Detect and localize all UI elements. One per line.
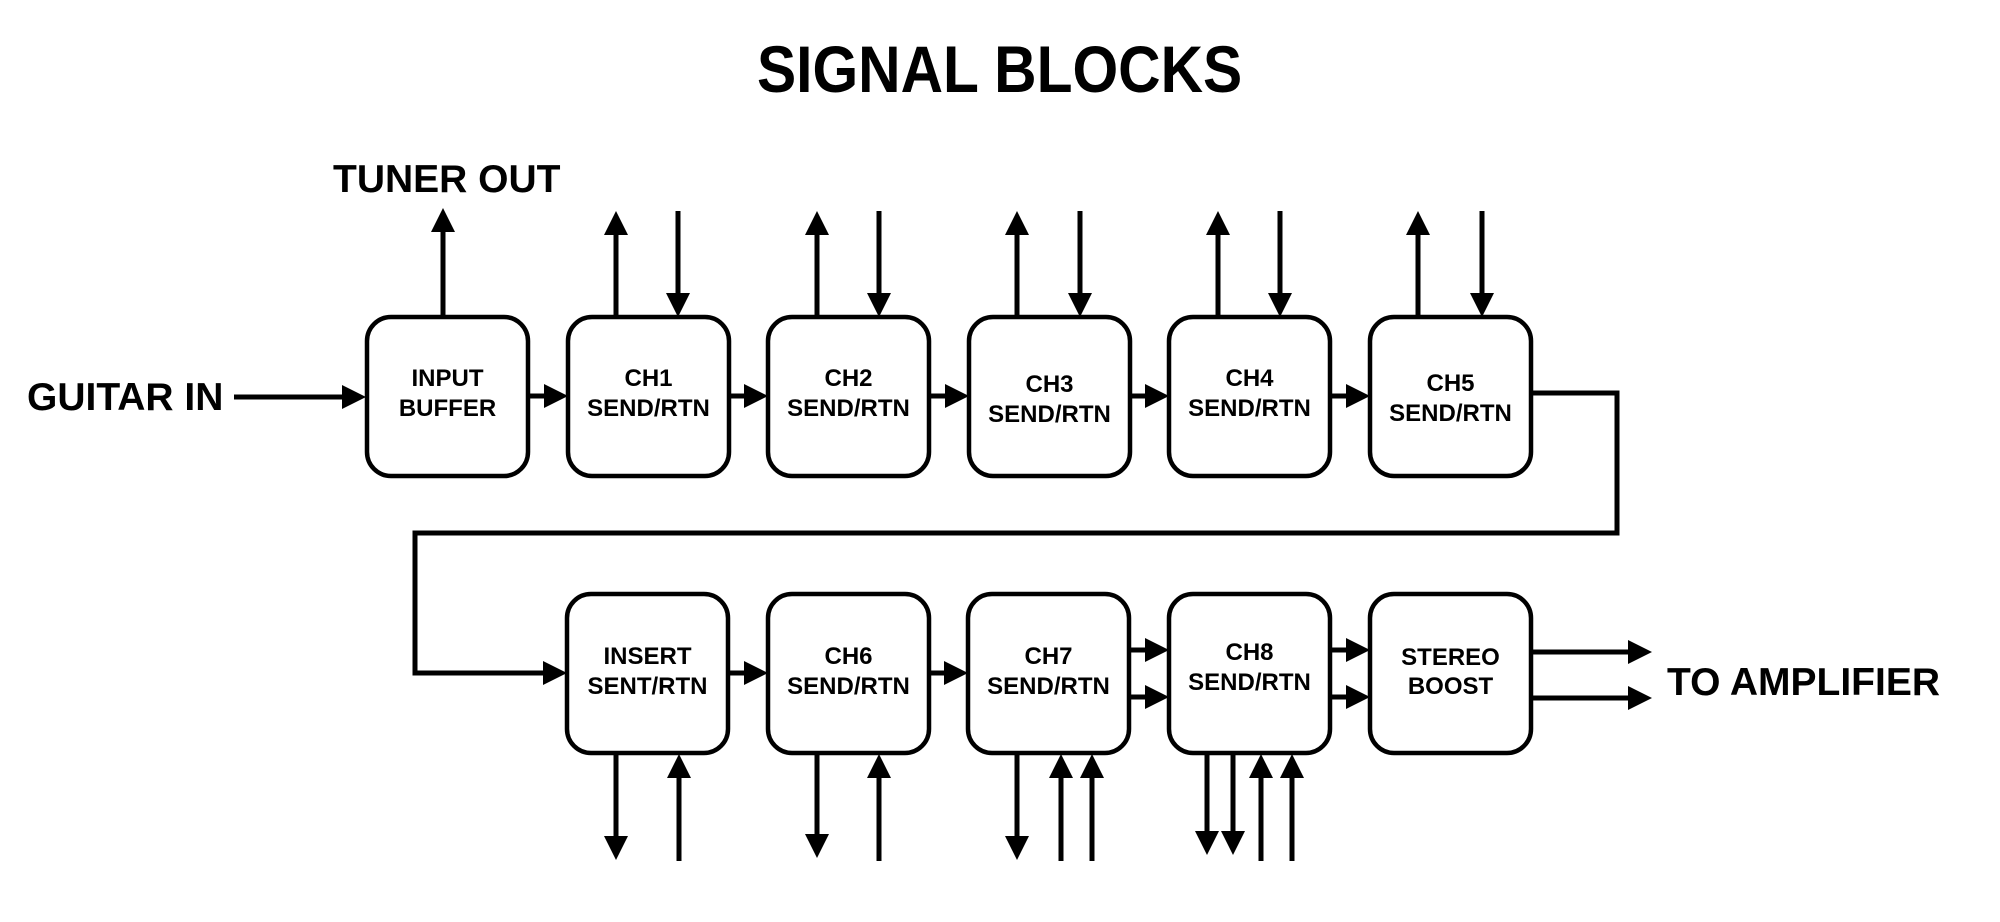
ch4-box	[1166, 314, 1333, 479]
ch8-a-send-arrow-arrowhead-icon	[1195, 831, 1219, 855]
ch1-send-arrow-arrowhead-icon	[604, 211, 628, 235]
block-ch8: CH8 SEND/RTN	[1166, 591, 1333, 756]
ch2-box	[765, 314, 932, 479]
chain-arrow-upper-3-arrowhead-icon	[945, 384, 969, 408]
ch6-label-line1: CH6	[824, 643, 872, 670]
ch5-send-arrow-arrowhead-icon	[1406, 211, 1430, 235]
ch6-send-arrow-arrowhead-icon	[805, 834, 829, 858]
insert-input-arrowhead-icon	[543, 661, 567, 685]
stereo-boost-box	[1367, 591, 1534, 756]
wires-layer	[234, 208, 1652, 861]
ch8-box	[1166, 591, 1333, 756]
block-ch4: CH4 SEND/RTN	[1166, 314, 1333, 479]
to-amplifier-label: TO AMPLIFIER	[1667, 661, 1940, 704]
ch2-send-arrow-arrowhead-icon	[805, 211, 829, 235]
chain-arrow-upper-1-arrowhead-icon	[544, 384, 568, 408]
stereo-boost-label-line2: BOOST	[1408, 673, 1494, 700]
insert-return-arrowhead-icon	[667, 754, 691, 778]
block-stereo-boost: STEREO BOOST	[1367, 591, 1534, 756]
to-amplifier-arrow-1-arrowhead-icon	[1628, 640, 1652, 664]
ch6-label-line2: SEND/RTN	[787, 673, 910, 700]
block-input-buffer: INPUT BUFFER	[364, 314, 531, 479]
page-title: SIGNAL BLOCKS	[0, 30, 2000, 108]
ch2-return-arrowhead-icon	[867, 293, 891, 317]
stereo-boost-label-line1: STEREO	[1401, 644, 1500, 671]
ch4-send-arrow-arrowhead-icon	[1206, 211, 1230, 235]
stereo-arrow-ch8-boost-1-arrowhead-icon	[1346, 638, 1370, 662]
ch3-return-arrowhead-icon	[1068, 293, 1092, 317]
ch3-label-line1: CH3	[1025, 371, 1073, 398]
input-buffer-label-line2: BUFFER	[399, 395, 496, 422]
insert-label-line1: INSERT	[603, 643, 691, 670]
insert-box	[564, 591, 731, 756]
wrap-connector-line	[412, 390, 1620, 676]
guitar-in-label: GUITAR IN	[27, 376, 223, 419]
stereo-arrow-ch7-ch8-1-arrowhead-icon	[1145, 638, 1169, 662]
block-ch1: CH1 SEND/RTN	[565, 314, 732, 479]
ch8-label-line1: CH8	[1225, 639, 1273, 666]
ch1-return-arrowhead-icon	[666, 293, 690, 317]
ch1-box	[565, 314, 732, 479]
insert-send-arrow-arrowhead-icon	[604, 836, 628, 860]
chain-arrow-upper-5-arrowhead-icon	[1346, 384, 1370, 408]
ch5-label-line1: CH5	[1426, 370, 1474, 397]
ch8-a-return-arrowhead-icon	[1249, 754, 1273, 778]
chain-arrow-upper-4-arrowhead-icon	[1145, 384, 1169, 408]
input-buffer-label-line1: INPUT	[412, 365, 484, 392]
block-ch3: CH3 SEND/RTN	[966, 314, 1133, 479]
ch7-label-line2: SEND/RTN	[987, 673, 1110, 700]
stereo-arrow-ch8-boost-2-arrowhead-icon	[1346, 685, 1370, 709]
ch8-b-return-arrowhead-icon	[1280, 754, 1304, 778]
ch2-label-line1: CH2	[824, 365, 872, 392]
ch7-label-line1: CH7	[1024, 643, 1072, 670]
block-insert: INSERT SENT/RTN	[564, 591, 731, 756]
ch2-label-line2: SEND/RTN	[787, 395, 910, 422]
ch6-return-arrowhead-icon	[867, 754, 891, 778]
ch7-send-arrow-arrowhead-icon	[1005, 836, 1029, 860]
ch1-label-line1: CH1	[624, 365, 672, 392]
ch4-return-arrowhead-icon	[1268, 293, 1292, 317]
chain-arrow-ch6-ch7-arrowhead-icon	[944, 661, 968, 685]
ch5-box	[1367, 314, 1534, 479]
block-ch2: CH2 SEND/RTN	[765, 314, 932, 479]
ch3-send-arrow-arrowhead-icon	[1005, 211, 1029, 235]
ch3-label-line2: SEND/RTN	[988, 401, 1111, 428]
tuner-out-arrow-arrowhead-icon	[431, 208, 455, 232]
insert-label-line2: SENT/RTN	[588, 673, 708, 700]
guitar-in-arrow-arrowhead-icon	[342, 385, 366, 409]
to-amplifier-arrow-2-arrowhead-icon	[1628, 686, 1652, 710]
ch1-label-line2: SEND/RTN	[587, 395, 710, 422]
chain-arrow-insert-ch6-arrowhead-icon	[744, 661, 768, 685]
ch5-label-line2: SEND/RTN	[1389, 400, 1512, 427]
block-ch5: CH5 SEND/RTN	[1367, 314, 1534, 479]
ch6-box	[765, 591, 932, 756]
ch4-label-line1: CH4	[1225, 365, 1274, 392]
chain-arrow-upper-2-arrowhead-icon	[744, 384, 768, 408]
ch3-box	[966, 314, 1133, 479]
ch8-b-send-arrow-arrowhead-icon	[1221, 831, 1245, 855]
ch7-box	[965, 591, 1132, 756]
ch4-label-line2: SEND/RTN	[1188, 395, 1311, 422]
tuner-out-label: TUNER OUT	[333, 158, 561, 201]
ch7-b-return-arrowhead-icon	[1080, 754, 1104, 778]
block-ch6: CH6 SEND/RTN	[765, 591, 932, 756]
input-buffer-box	[364, 314, 531, 479]
block-ch7: CH7 SEND/RTN	[965, 591, 1132, 756]
ch8-label-line2: SEND/RTN	[1188, 669, 1311, 696]
title-text: SIGNAL BLOCKS	[757, 32, 1243, 106]
stereo-arrow-ch7-ch8-2-arrowhead-icon	[1145, 685, 1169, 709]
ch5-return-arrowhead-icon	[1470, 293, 1494, 317]
ch7-a-return-arrowhead-icon	[1049, 754, 1073, 778]
